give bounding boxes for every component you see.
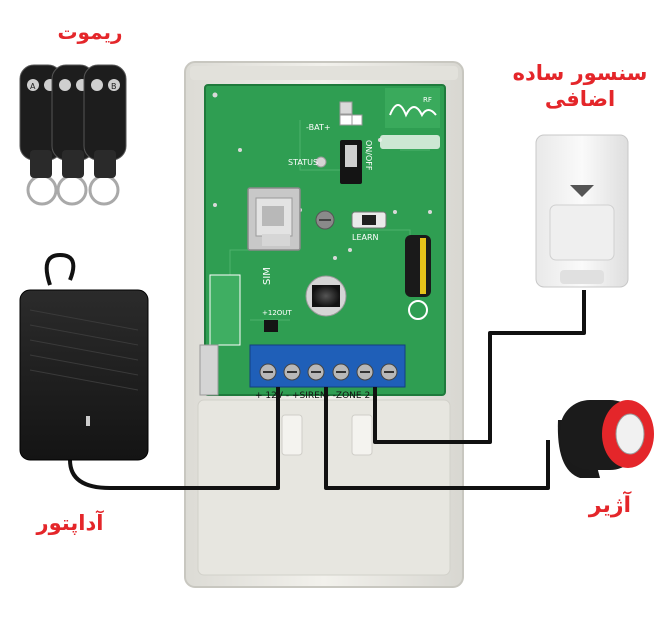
- sensor-label: سنسور ساده اضافی: [500, 60, 660, 113]
- sensor-label-line1: سنسور ساده: [500, 60, 660, 86]
- power-adapter: [20, 290, 148, 460]
- siren-label: آژیر: [575, 492, 645, 520]
- remote-fob-3: [84, 65, 126, 178]
- pcb-sim-label: SIM: [262, 267, 273, 285]
- remote-label: ریموت: [40, 20, 140, 45]
- remote-button-b-label: B: [111, 82, 117, 91]
- remote-controls: A B: [20, 65, 126, 204]
- pcb-12vout-label: +12OUT: [262, 309, 292, 317]
- sensor-label-line2: اضافی: [500, 86, 660, 112]
- terminal-strip-label: + 12V - +SIREN- -ZONE 2: [255, 391, 370, 401]
- pcb-bat-label: -BAT+: [306, 123, 331, 132]
- blurred-sticker: [380, 135, 440, 149]
- adapter-led-icon: [86, 416, 90, 426]
- pcb-learn-label: LEARN: [352, 233, 379, 242]
- learn-button[interactable]: [352, 212, 386, 228]
- pcb-rf-label: RF: [423, 96, 432, 104]
- adapter-cable-tail: [47, 255, 74, 285]
- pcb-status-label: STATUS: [288, 158, 318, 167]
- adapter-label: آداپتور: [20, 510, 120, 536]
- pir-sensor-window: [306, 276, 346, 316]
- motion-sensor: [536, 135, 628, 287]
- remote-button-a-label: A: [30, 82, 36, 91]
- siren: [558, 400, 654, 478]
- power-switch[interactable]: [340, 140, 362, 184]
- sim-card-slot: [248, 188, 300, 250]
- pcb-onoff-label: ON/OFF: [364, 140, 373, 171]
